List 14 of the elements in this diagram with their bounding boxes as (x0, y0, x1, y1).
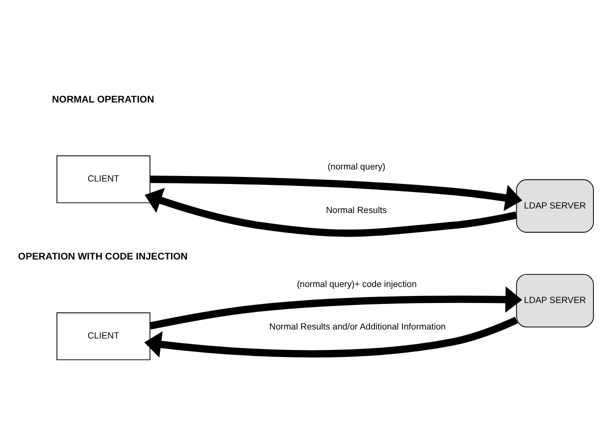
node-box: CLIENT (56, 312, 150, 360)
edge-label: (normal query)+ code injection (296, 278, 417, 289)
node-box: CLIENT (56, 155, 150, 204)
edge-label: Normal Results and/or Additional Information (269, 322, 446, 332)
node-box: LDAP SERVER (516, 179, 594, 233)
label: NORMAL OPERATION (52, 94, 154, 106)
arrow (150, 176, 522, 212)
arrow (144, 188, 518, 237)
node-box: LDAP SERVER (516, 274, 594, 328)
edge-label: (normal query) (328, 161, 386, 172)
arrow (149, 286, 522, 330)
label: OPERATION WITH CODE INJECTION (18, 251, 188, 262)
edge-label: Normal Results (326, 205, 387, 216)
arrow (144, 316, 518, 358)
